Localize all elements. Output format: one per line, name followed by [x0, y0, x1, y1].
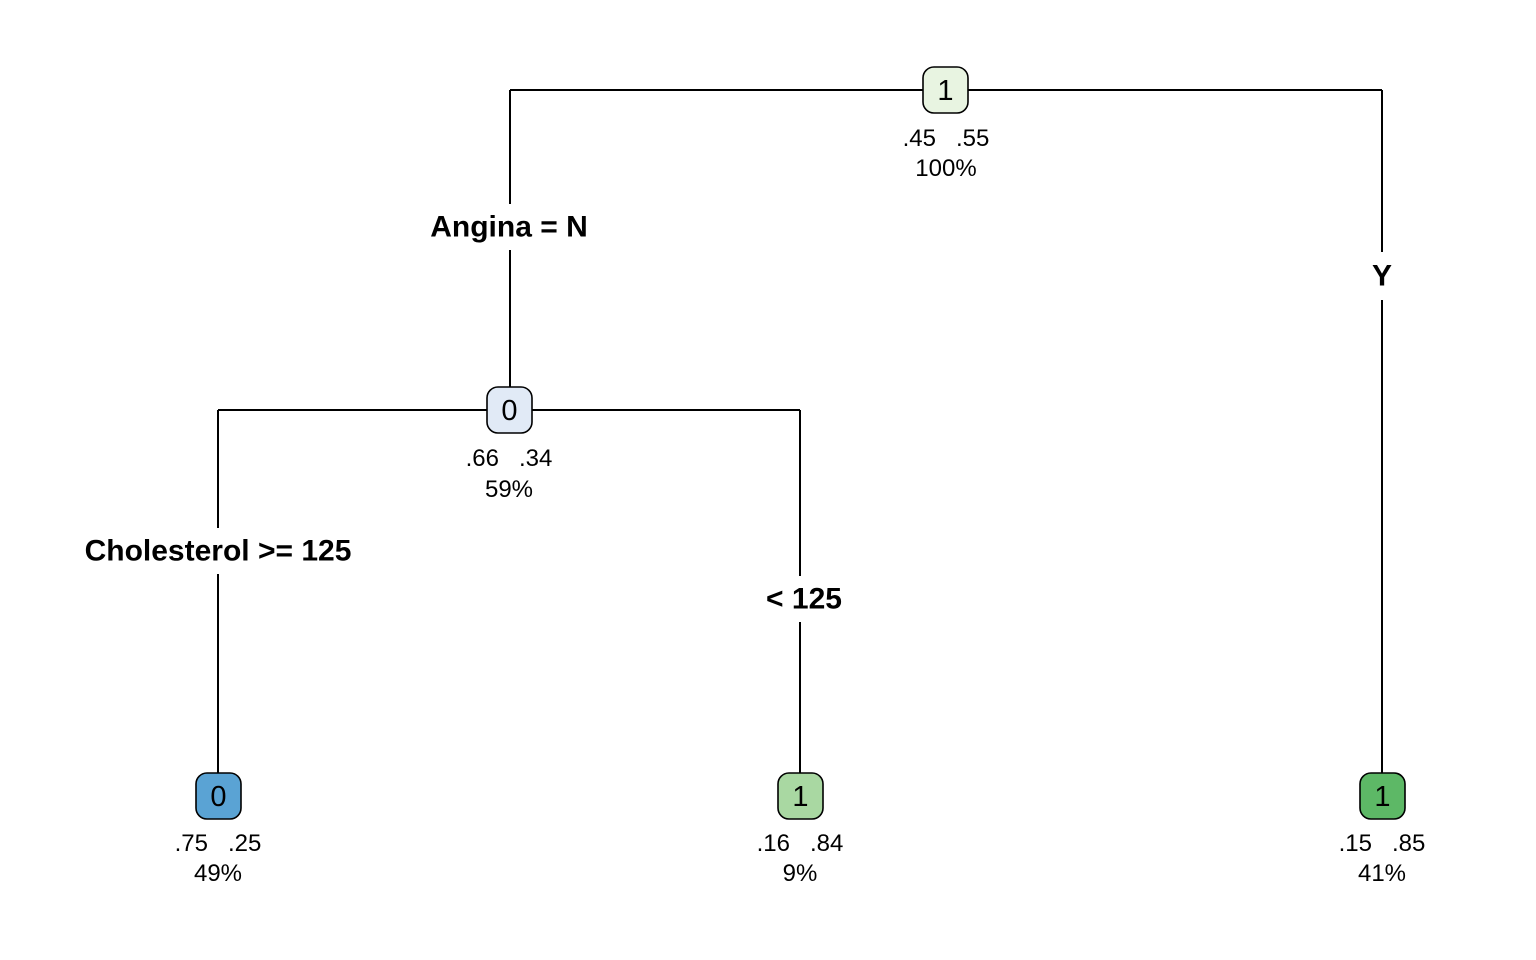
node-box-leaf-angina-y — [1359, 772, 1406, 820]
node-class-leaf-angina-y: 1 — [1374, 781, 1390, 813]
node-probs-root: .45 .55 — [903, 125, 990, 152]
tree-node-root: 1 .45 .55 100% — [903, 66, 990, 182]
tree-node-angina-n: 0 .66 .34 59% — [466, 386, 553, 503]
split-labels: Angina = N Y Cholesterol >= 125 < 125 — [70, 204, 1402, 622]
node-percent-angina-n: 59% — [485, 476, 533, 503]
node-box-leaf-chol-lt — [777, 772, 824, 820]
node-class-root: 1 — [937, 75, 953, 107]
node-box-root — [922, 66, 969, 114]
node-box-leaf-chol-ge — [195, 772, 242, 820]
tree-edges — [217, 89, 1383, 774]
node-probs-leaf-chol-ge: .75 .25 — [175, 830, 262, 857]
split-label-angina-n: Angina = N — [430, 211, 588, 244]
node-percent-leaf-chol-lt: 9% — [783, 860, 818, 887]
tree-leaf-cholesterol-ge: 0 .75 .25 49% — [175, 772, 262, 887]
split-label-cholesterol-lt: < 125 — [766, 583, 842, 616]
node-probs-angina-n: .66 .34 — [466, 445, 553, 472]
node-probs-leaf-angina-y: .15 .85 — [1339, 830, 1426, 857]
node-box-angina-n — [486, 386, 533, 434]
split-label-angina-y: Y — [1372, 260, 1392, 293]
node-percent-leaf-chol-ge: 49% — [194, 860, 242, 887]
node-percent-leaf-angina-y: 41% — [1358, 860, 1406, 887]
tree-leaf-cholesterol-lt: 1 .16 .84 9% — [757, 772, 844, 887]
split-label-cholesterol-ge: Cholesterol >= 125 — [85, 535, 352, 568]
node-percent-root: 100% — [915, 155, 976, 182]
node-class-leaf-chol-lt: 1 — [792, 781, 808, 813]
tree-leaf-angina-y: 1 .15 .85 41% — [1339, 772, 1426, 887]
node-probs-leaf-chol-lt: .16 .84 — [757, 830, 844, 857]
node-class-leaf-chol-ge: 0 — [210, 781, 226, 813]
node-class-angina-n: 0 — [501, 395, 517, 427]
